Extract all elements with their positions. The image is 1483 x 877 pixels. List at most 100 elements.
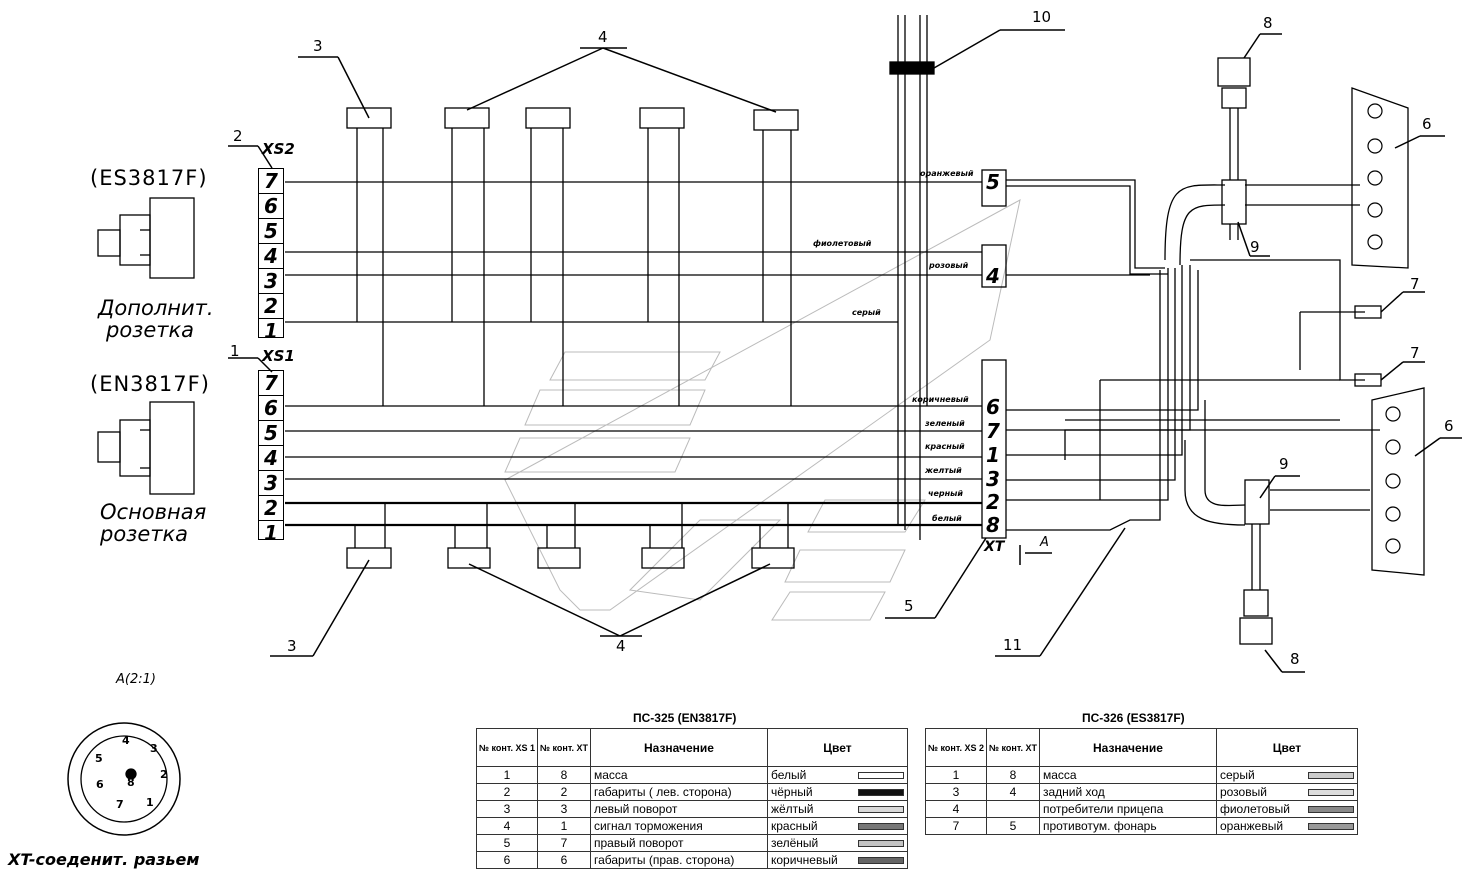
detail-pin: 8 — [127, 776, 135, 789]
wire-label: серый — [852, 308, 881, 317]
color-swatch — [858, 806, 904, 813]
cell-xt-text: 6 — [560, 853, 568, 867]
terminal-blocks — [981, 169, 1007, 539]
detail-pin: 7 — [116, 798, 124, 811]
xs1-pin: 1 — [264, 521, 278, 545]
xs2-pin: 7 — [259, 169, 283, 194]
xs1-pin: 3 — [259, 471, 283, 496]
cell-xs-text: 6 — [503, 853, 511, 867]
terminal-xt: 3 — [986, 467, 1000, 491]
leader-lines — [228, 29, 1462, 673]
cell-xt — [985, 800, 1040, 818]
terminal-xt: 7 — [986, 419, 1000, 443]
color-swatch — [1308, 823, 1354, 830]
table-row: 6 6 габариты (прав. сторона) коричневый — [476, 851, 909, 869]
cell-xs: 6 — [476, 851, 538, 869]
cell-xs: 4 — [476, 817, 538, 835]
cell-xt-text: 3 — [560, 802, 568, 816]
cell-color-text: фиолетовый — [1219, 802, 1290, 816]
right-harness — [1006, 179, 1380, 531]
xs1-pin: 6 — [259, 396, 283, 421]
cell-xt-text: 8 — [1009, 768, 1017, 782]
xs2-pin: 2 — [259, 294, 283, 319]
xs2-pin: 3 — [259, 269, 283, 294]
cell-purpose: потребители прицепа — [1038, 800, 1217, 818]
socket-es3817f — [97, 197, 195, 279]
cell-xt: 5 — [985, 817, 1040, 835]
terminal-xt: 6 — [986, 395, 1000, 419]
bottom-clamps — [346, 503, 795, 569]
harness-bundle — [889, 15, 935, 540]
cell-color: серый — [1215, 766, 1359, 784]
color-swatch — [1308, 789, 1354, 796]
table2-title: ПС-326 (ES3817F) — [1082, 711, 1185, 725]
cell-purpose: левый поворот — [589, 800, 768, 818]
xs2-pin: 6 — [259, 194, 283, 219]
color-swatch — [858, 857, 904, 864]
callout-6-top: 6 — [1422, 115, 1432, 133]
wire-label: желтый — [925, 466, 962, 475]
cell-purpose: габариты ( лев. сторона) — [589, 783, 768, 801]
cell-xs-text: 7 — [952, 819, 960, 833]
detail-title: A(2:1) — [116, 672, 156, 687]
detail-pin: 6 — [96, 778, 104, 791]
terminal-top-5: 5 — [986, 170, 1000, 194]
color-swatch — [1308, 772, 1354, 779]
xs2-pin-block: 7 6 5 4 3 2 1 — [258, 168, 284, 343]
cell-purpose: масса — [1038, 766, 1217, 784]
cell-purpose: масса — [589, 766, 768, 784]
watermark-shapes — [504, 199, 1021, 621]
detail-pin: 1 — [146, 796, 154, 809]
callout-4-top: 4 — [598, 28, 608, 46]
cell-xs-text: 3 — [503, 802, 511, 816]
cell-xt: 3 — [536, 800, 591, 818]
terminal-xt: 2 — [986, 490, 1000, 514]
detail-pin: 4 — [122, 734, 130, 747]
cell-xt: 8 — [985, 766, 1040, 784]
cell-color: белый — [766, 766, 909, 784]
callout-4-bottom: 4 — [616, 637, 626, 655]
cell-color-text: оранжевый — [1219, 819, 1284, 833]
callout-9-top: 9 — [1250, 238, 1260, 256]
cell-purpose: задний ход — [1038, 783, 1217, 801]
table2: № конт. XS 2 № конт. XT Назначение Цвет … — [925, 728, 1359, 835]
color-swatch — [858, 772, 904, 779]
xs1-pin: 4 — [259, 446, 283, 471]
wire-label: белый — [932, 514, 962, 523]
cell-xs: 1 — [476, 766, 538, 784]
callout-10: 10 — [1032, 8, 1052, 26]
xs2-pin: 5 — [259, 219, 283, 244]
callout-7-bottom: 7 — [1410, 344, 1420, 362]
upper-lamp — [1217, 57, 1251, 240]
cell-xt: 1 — [536, 817, 591, 835]
callout-8-bottom: 8 — [1290, 650, 1300, 668]
cell-purpose-text: потребители прицепа — [1042, 802, 1164, 816]
cell-xs: 1 — [925, 766, 987, 784]
cell-color: коричневый — [766, 851, 909, 869]
cell-purpose: габариты (прав. сторона) — [589, 851, 768, 869]
color-swatch — [858, 789, 904, 796]
xs1-pin: 7 — [259, 371, 283, 396]
terminal-top-4: 4 — [986, 264, 1000, 288]
cell-xt-text: 7 — [560, 836, 568, 850]
cell-color-text: коричневый — [770, 853, 838, 867]
cell-xt: 2 — [536, 783, 591, 801]
table1-header: Назначение — [589, 728, 768, 767]
callout-6-bottom: 6 — [1444, 417, 1454, 435]
cell-color-text: белый — [770, 768, 807, 782]
xs2-pin: 1 — [264, 319, 278, 343]
cell-color-text: жёлтый — [770, 802, 814, 816]
table1-title: ПС-325 (EN3817F) — [633, 711, 737, 725]
callout-3-bottom: 3 — [287, 637, 297, 655]
wire-label: оранжевый — [920, 169, 974, 178]
cell-purpose-text: габариты (прав. сторона) — [593, 853, 735, 867]
detail-pin: 3 — [150, 742, 158, 755]
table2-header: Назначение — [1038, 728, 1217, 767]
table1-header: Цвет — [766, 728, 909, 767]
